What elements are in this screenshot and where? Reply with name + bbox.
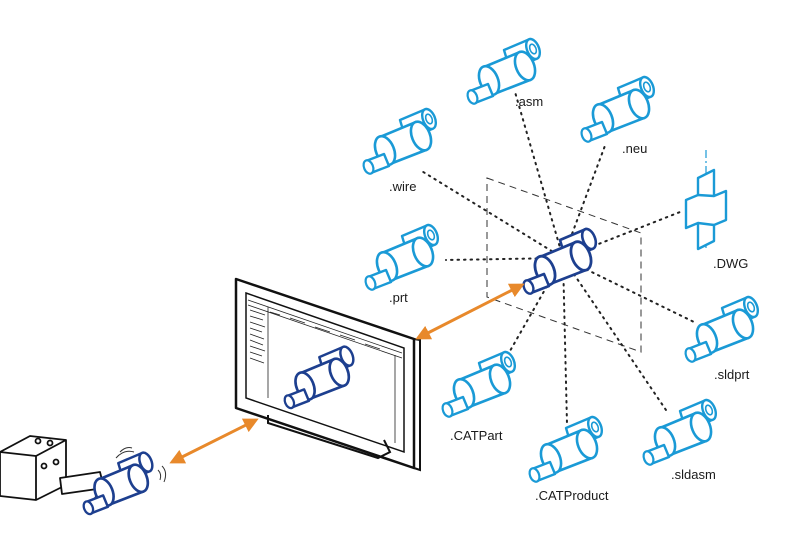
part-sldasm-icon [640, 396, 720, 468]
part-sldprt-icon [682, 293, 762, 365]
arrow-machine-to-monitor [169, 418, 259, 464]
part-prt-icon [362, 221, 442, 293]
cnc-fixture-icon [0, 435, 105, 501]
drawing-plane-icon [684, 150, 728, 251]
part-wire-icon [360, 105, 440, 177]
label-asm: .asm [515, 94, 544, 109]
label-sldprt: .sldprt [714, 367, 750, 382]
line-asm [514, 91, 564, 259]
central-part-icon [520, 225, 600, 297]
line-catproduct [562, 257, 568, 425]
part-neu-icon [578, 73, 658, 145]
arrow-monitor-to-part [415, 283, 525, 340]
line-sldprt [562, 257, 695, 323]
label-prt: .prt [389, 290, 408, 305]
label-catproduct: .CATProduct [535, 488, 609, 503]
line-sldasm [562, 257, 667, 411]
label-dwg: .DWG [713, 256, 749, 271]
line-wire [419, 169, 564, 259]
label-catpart: .CATPart [450, 428, 503, 443]
label-neu: .neu [622, 141, 648, 156]
part-catpart-icon [439, 348, 519, 420]
monitor-icon [234, 277, 421, 472]
label-wire: .wire [389, 179, 417, 194]
label-sldasm: .sldasm [671, 467, 716, 482]
projection-plane [486, 177, 642, 353]
part-catproduct-icon [526, 413, 606, 485]
